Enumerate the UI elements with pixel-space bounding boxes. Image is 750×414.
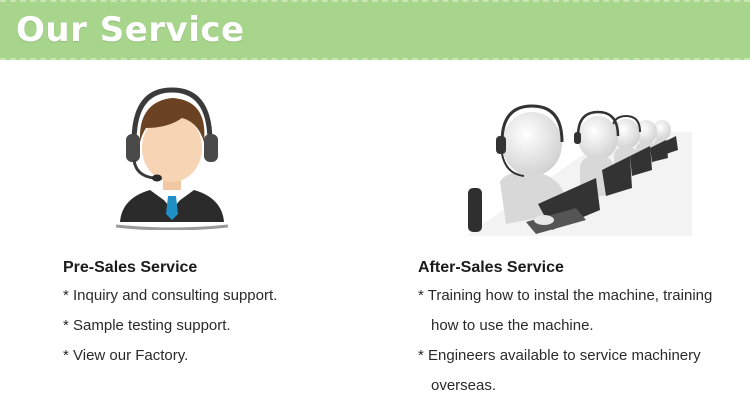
operator-headset-icon <box>115 87 229 230</box>
pre-sales-title: Pre-Sales Service <box>63 259 198 276</box>
list-item: * Engineers available to service machine… <box>418 347 701 364</box>
list-item: how to use the machine. <box>431 317 594 334</box>
list-item: * View our Factory. <box>63 347 189 364</box>
page-title: Our Service <box>16 10 245 50</box>
after-sales-title: After-Sales Service <box>418 259 564 276</box>
list-item: * Inquiry and consulting support. <box>63 287 278 304</box>
list-item: * Sample testing support. <box>63 317 231 334</box>
after-sales-section: After-Sales Service * Training how to in… <box>418 258 738 406</box>
list-item: * Training how to instal the machine, tr… <box>418 287 713 304</box>
pre-sales-section: Pre-Sales Service * Inquiry and consulti… <box>63 258 383 376</box>
header-banner: Our Service <box>0 0 750 60</box>
call-center-team-icon <box>466 104 692 236</box>
list-item: overseas. <box>431 377 497 394</box>
